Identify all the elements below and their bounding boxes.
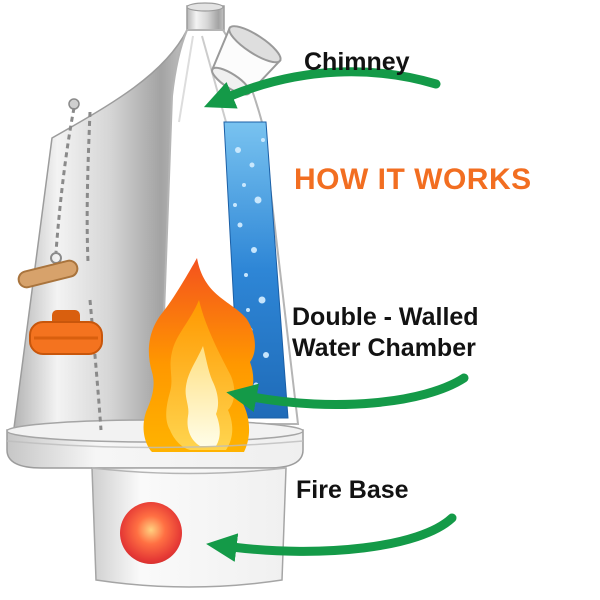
- water-chamber-arrow: [226, 373, 469, 412]
- chain-left: [54, 107, 76, 253]
- water-chamber-label-line1: Double - Walled: [292, 303, 479, 331]
- water-chamber-label: Double - Walled Water Chamber: [292, 302, 479, 364]
- pan-front-rim-line: [6, 440, 304, 449]
- fire-base-rim: [91, 467, 287, 475]
- water-chamber-label-line2: Water Chamber: [292, 334, 476, 362]
- fill-cap-opening: [228, 25, 282, 64]
- callout-arrows: [203, 67, 469, 562]
- stopper: [29, 310, 103, 355]
- chain-right: [85, 111, 92, 263]
- handle-pivot: [68, 98, 80, 110]
- fire-base-arrow: [206, 513, 457, 562]
- chimney-arrow: [203, 67, 441, 109]
- inner-chimney-wall-left: [178, 35, 194, 123]
- chain-lower: [88, 299, 103, 431]
- chimney-opening: [186, 2, 224, 12]
- chimney-label: Chimney: [304, 48, 410, 76]
- fire-base: [91, 467, 287, 588]
- wooden-toggle: [17, 259, 79, 289]
- handle-chain: [17, 98, 103, 431]
- fire-base-label: Fire Base: [296, 476, 409, 504]
- page-title: HOW IT WORKS: [294, 163, 532, 196]
- flame-core: [185, 346, 220, 446]
- ember: [120, 502, 182, 564]
